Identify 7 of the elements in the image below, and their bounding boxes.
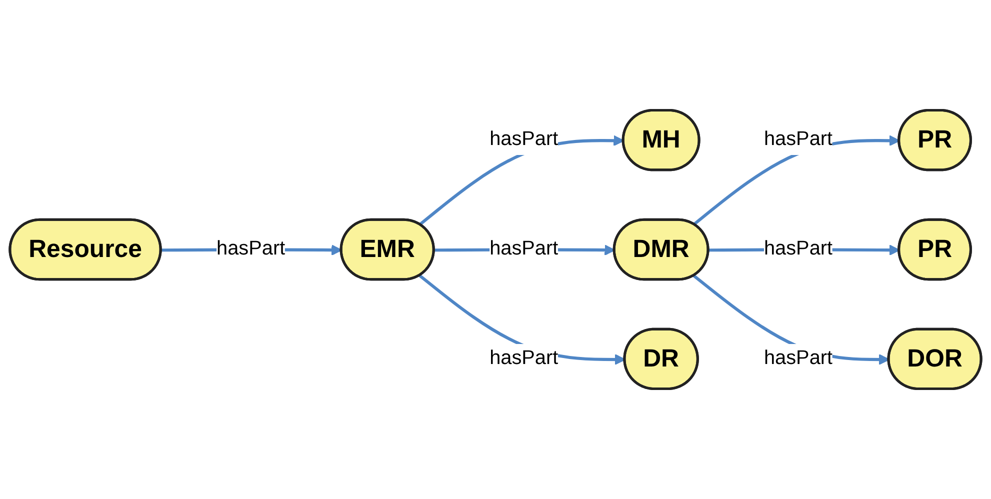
edge-label: hasPart: [490, 348, 558, 369]
edge-label: hasPart: [216, 238, 286, 260]
edge-label: hasPart: [764, 128, 833, 150]
edge-label: hasPart: [764, 238, 833, 260]
edge-label: hasPart: [490, 128, 558, 150]
edge-label: hasPart: [764, 348, 833, 369]
edge-label: hasPart: [490, 238, 558, 260]
